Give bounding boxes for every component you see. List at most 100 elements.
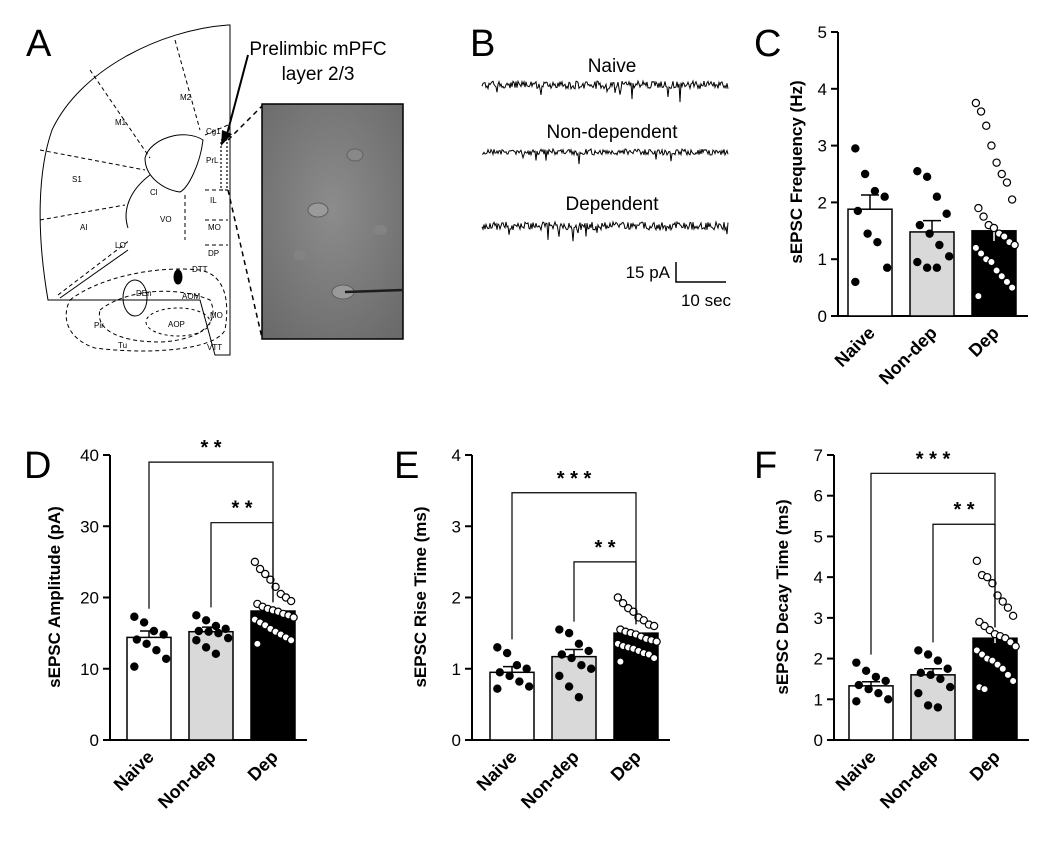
data-point xyxy=(493,684,502,693)
panel-letter-f: F xyxy=(754,445,777,487)
data-point xyxy=(567,653,576,663)
data-point xyxy=(204,627,213,636)
olfactory-inner xyxy=(98,290,214,343)
data-point xyxy=(851,277,860,287)
data-point xyxy=(584,646,593,656)
micrograph-image xyxy=(261,103,404,340)
data-point xyxy=(152,646,161,655)
region-label: PrL xyxy=(206,156,219,165)
bar xyxy=(489,671,535,741)
y-tick-label: 5 xyxy=(818,23,827,42)
data-point xyxy=(883,695,893,704)
data-point xyxy=(932,263,942,272)
data-point xyxy=(502,648,512,658)
data-point xyxy=(922,263,932,272)
y-axis-label: sEPSC Decay Time (ms) xyxy=(773,499,792,694)
data-point xyxy=(1010,240,1019,250)
data-point xyxy=(945,682,955,692)
y-tick-label: 3 xyxy=(452,517,461,536)
data-point xyxy=(935,240,944,250)
significance-bracket xyxy=(210,522,274,608)
region-label: Pir xyxy=(94,321,104,330)
data-point xyxy=(130,612,139,621)
data-point xyxy=(1002,277,1012,287)
panel-letter-e: E xyxy=(394,445,419,487)
data-point xyxy=(289,613,298,622)
region-label: VTT xyxy=(207,343,222,352)
x-tick-label: Non-dep xyxy=(875,323,941,389)
significance-marker: * * xyxy=(200,437,221,459)
y-tick-label: 0 xyxy=(90,731,99,750)
data-point xyxy=(250,557,260,567)
data-point xyxy=(271,582,280,592)
data-point xyxy=(194,626,204,636)
chart-decay-time: sEPSC Decay Time (ms) 01234567NaiveNon-d… xyxy=(773,446,1029,812)
region-label: DEn xyxy=(136,289,152,298)
data-point xyxy=(130,662,139,671)
data-point xyxy=(864,684,873,694)
data-point xyxy=(493,643,502,652)
y-tick-label: 1 xyxy=(814,690,823,709)
data-point xyxy=(1008,611,1018,621)
data-point xyxy=(880,192,889,201)
aop-region xyxy=(145,307,211,337)
data-point xyxy=(971,243,981,253)
region-label: Tu xyxy=(118,341,127,350)
panel-letter-d: D xyxy=(24,445,51,487)
data-point xyxy=(512,660,522,670)
data-point xyxy=(993,591,1002,600)
x-tick-label: Naive xyxy=(832,747,880,795)
data-point xyxy=(555,671,564,681)
region-label: MO xyxy=(208,223,221,232)
data-point xyxy=(871,672,881,682)
region-label: Cl xyxy=(150,188,158,197)
data-point xyxy=(989,223,999,233)
region-label: VO xyxy=(160,215,172,224)
recording-pipette xyxy=(344,288,404,294)
data-point xyxy=(997,169,1006,179)
region-label: MO xyxy=(210,311,223,320)
current-trace-1 xyxy=(481,147,729,165)
y-tick-label: 4 xyxy=(818,80,827,99)
y-tick-label: 0 xyxy=(814,731,823,750)
data-point xyxy=(223,633,233,643)
data-point xyxy=(629,607,638,616)
data-point xyxy=(861,666,871,675)
data-point xyxy=(925,229,934,238)
bar xyxy=(910,674,956,741)
callout-arrowhead xyxy=(221,130,232,146)
x-tick-label: Non-dep xyxy=(517,747,583,813)
data-point xyxy=(854,680,864,690)
data-point xyxy=(1000,232,1009,241)
region-label: AI xyxy=(80,223,88,232)
x-tick-label: Naive xyxy=(473,747,521,795)
significance-marker: * * * xyxy=(916,448,951,470)
significance-marker: * * xyxy=(231,498,252,520)
bar xyxy=(126,636,172,741)
data-point xyxy=(852,697,861,706)
data-point xyxy=(192,611,201,620)
data-point xyxy=(192,636,201,645)
lateral-ventricle xyxy=(173,269,183,285)
y-tick-label: 20 xyxy=(80,589,99,608)
data-point xyxy=(916,668,926,678)
data-point xyxy=(221,624,230,634)
y-tick-label: 2 xyxy=(452,589,461,608)
trace-group xyxy=(481,79,729,242)
y-tick-label: 2 xyxy=(818,193,827,212)
data-point xyxy=(974,203,983,213)
data-point xyxy=(971,98,981,108)
data-point xyxy=(649,653,659,663)
data-point xyxy=(564,628,574,638)
y-tick-label: 3 xyxy=(818,137,827,156)
data-point xyxy=(913,166,922,176)
data-point xyxy=(524,682,534,691)
y-tick-label: 1 xyxy=(452,660,461,679)
data-point xyxy=(1003,670,1013,680)
data-point xyxy=(1003,603,1013,612)
corpus-callosum xyxy=(144,134,204,193)
x-tick-label: Dep xyxy=(607,747,645,785)
